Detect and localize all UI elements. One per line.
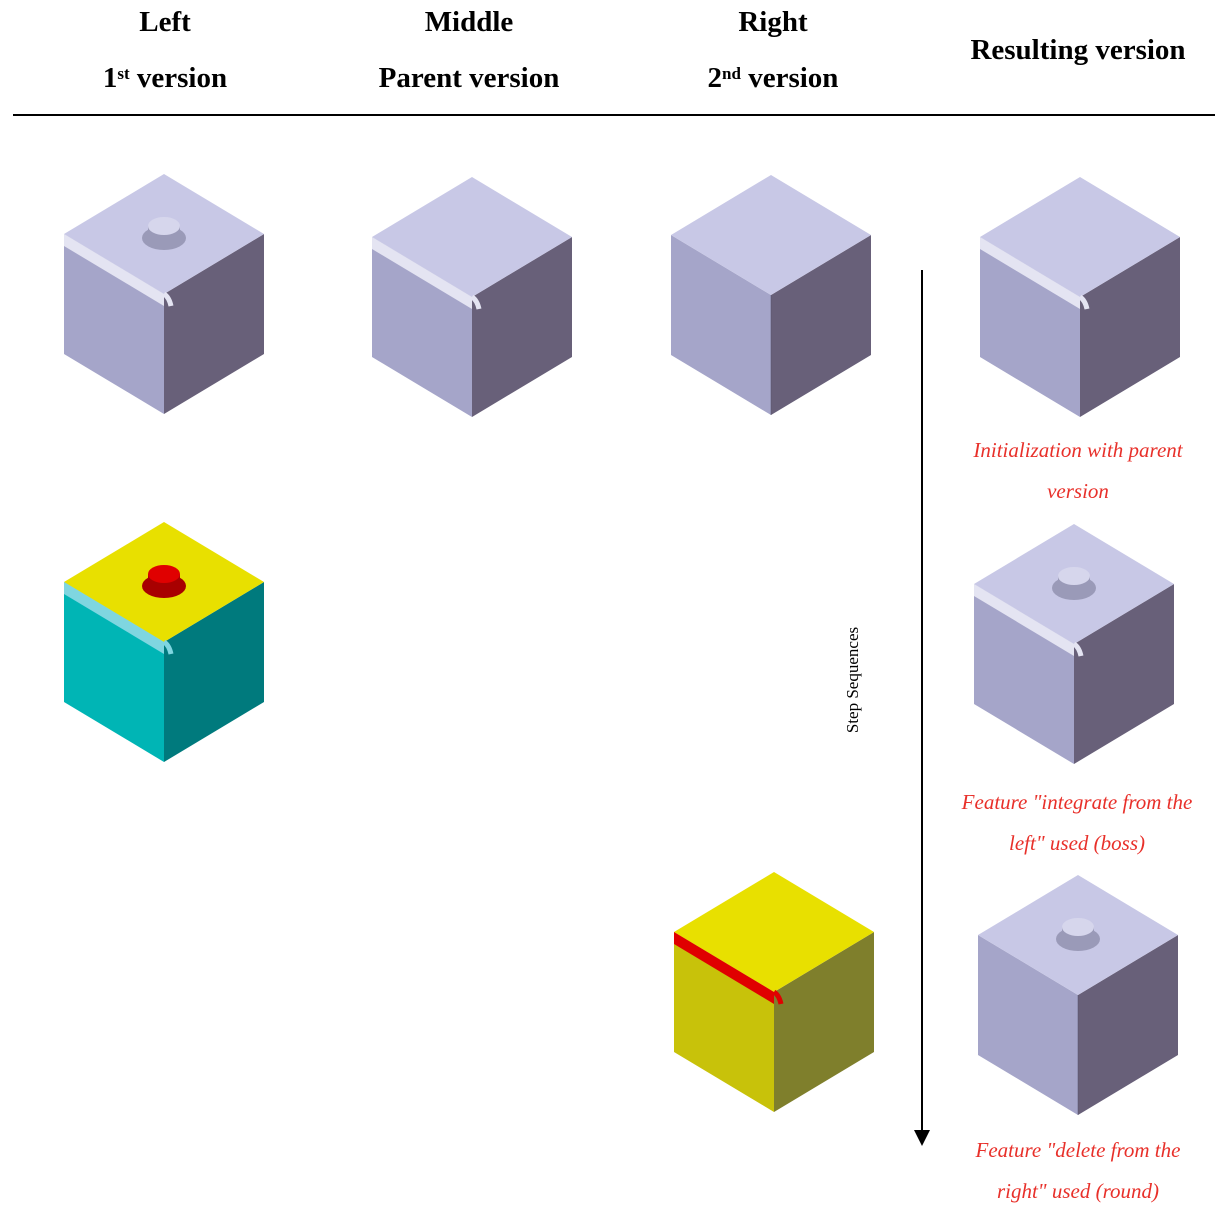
cube-right-v2 <box>671 175 871 415</box>
boss-top <box>148 565 180 583</box>
rounded-corner <box>162 291 174 307</box>
rounded-corner <box>162 639 174 655</box>
boss-top <box>1058 567 1090 585</box>
header-left-text: version <box>129 62 228 94</box>
header-middle-subtitle: Parent version <box>378 62 560 94</box>
header-left-num: 1 <box>102 62 118 94</box>
boss-top <box>1062 918 1094 936</box>
rounded-edge <box>64 234 164 306</box>
rounded-edge <box>980 237 1080 309</box>
header-middle: Middle Parent version <box>344 0 594 106</box>
cube-result-step1 <box>980 177 1180 417</box>
caption-step3: Feature "delete from the right" used (ro… <box>943 1130 1213 1212</box>
header-right-text: version <box>740 62 839 94</box>
cube-result-step3 <box>978 875 1178 1115</box>
rounded-corner <box>470 294 482 310</box>
rounded-edge <box>372 237 472 309</box>
header-right-num: 2 <box>707 62 723 94</box>
caption-step1-line1: Initialization with parent <box>973 438 1183 462</box>
header-middle-title: Middle <box>424 6 514 38</box>
rounded-corner <box>1072 641 1084 657</box>
rounded-corner <box>772 989 784 1005</box>
caption-step3-line2: right" used (round) <box>996 1179 1160 1203</box>
caption-step1-line2: version <box>1047 479 1109 503</box>
caption-step3-line1: Feature "delete from the <box>975 1138 1181 1162</box>
cube-right-highlight <box>674 872 874 1112</box>
header-left: Left 1st version <box>65 0 265 106</box>
cube-result-step2 <box>974 524 1174 764</box>
header-right-sup: nd <box>722 64 741 83</box>
header-divider <box>13 114 1215 116</box>
header-result-title: Resulting version <box>970 34 1186 66</box>
rounded-edge <box>64 582 164 654</box>
header-right: Right 2nd version <box>673 0 873 106</box>
caption-step2-line2: left" used (boss) <box>1009 831 1145 855</box>
cube-left-highlight <box>64 522 264 762</box>
header-result: Resulting version <box>948 22 1208 78</box>
step-sequence-label: Step Sequences <box>843 626 862 734</box>
header-left-subtitle: 1st version <box>65 50 265 106</box>
rounded-edge <box>974 584 1074 656</box>
caption-step2-line1: Feature "integrate from the <box>961 790 1193 814</box>
header-right-title: Right <box>738 6 808 38</box>
header-left-sup: st <box>117 64 130 83</box>
rounded-corner <box>1078 294 1090 310</box>
header-left-title: Left <box>139 6 191 38</box>
cube-top-face <box>671 175 871 295</box>
header-right-subtitle: 2nd version <box>673 50 873 106</box>
caption-step1: Initialization with parent version <box>943 430 1213 512</box>
cube-left-v1 <box>64 174 264 414</box>
rounded-edge <box>674 932 774 1004</box>
cube-middle-parent <box>372 177 572 417</box>
boss-top <box>148 217 180 235</box>
caption-step2: Feature "integrate from the left" used (… <box>942 782 1212 864</box>
